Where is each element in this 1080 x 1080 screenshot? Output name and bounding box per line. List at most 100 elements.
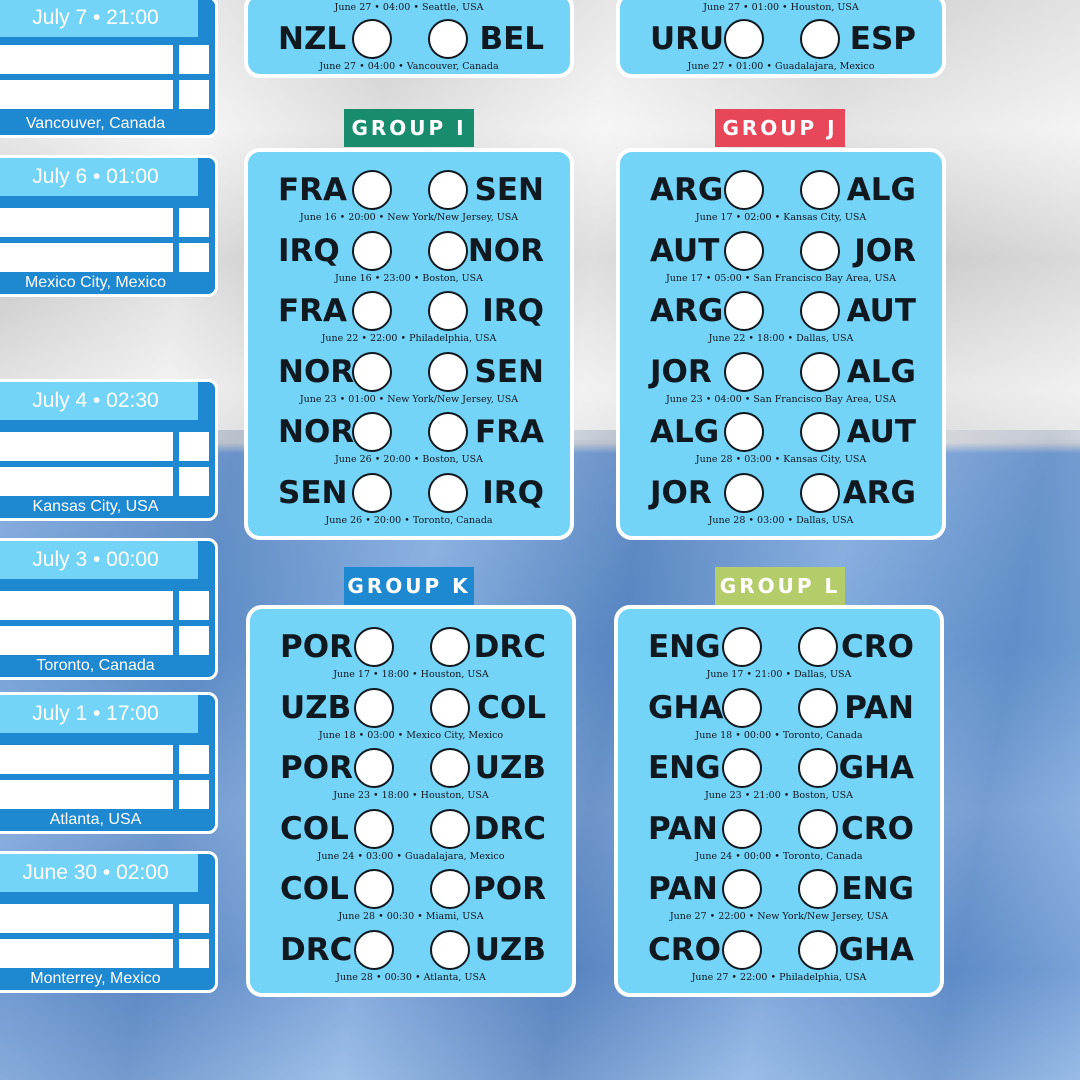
knockout-time: July 1 • 17:00 xyxy=(0,695,198,733)
score-slot[interactable] xyxy=(179,626,209,655)
away-score-circle[interactable] xyxy=(798,748,838,788)
home-score-circle[interactable] xyxy=(724,472,764,513)
team-name-slot[interactable] xyxy=(0,591,173,620)
knockout-venue: Monterrey, Mexico xyxy=(30,970,161,987)
away-team: UZB xyxy=(474,750,546,786)
away-score-circle[interactable] xyxy=(430,929,470,970)
team-name-slot[interactable] xyxy=(0,432,173,461)
team-name-slot[interactable] xyxy=(0,243,173,272)
away-score-circle[interactable] xyxy=(798,929,838,970)
home-score-circle[interactable] xyxy=(354,808,394,849)
home-score-circle[interactable] xyxy=(352,472,392,513)
home-score-circle[interactable] xyxy=(352,230,392,271)
home-score-circle[interactable] xyxy=(724,170,764,210)
score-slot[interactable] xyxy=(179,780,209,809)
team-name-slot[interactable] xyxy=(0,45,173,74)
group-tag: GROUP I xyxy=(344,109,474,147)
away-score-circle[interactable] xyxy=(800,472,840,513)
away-score-circle[interactable] xyxy=(798,808,838,849)
home-team: NOR xyxy=(278,353,355,390)
home-score-circle[interactable] xyxy=(354,687,394,728)
away-score-circle[interactable] xyxy=(800,170,840,210)
away-team: DRC xyxy=(473,629,546,665)
match-info: June 18 • 03:00 • Mexico City, Mexico xyxy=(318,729,504,741)
home-score-circle[interactable] xyxy=(352,351,392,392)
home-team: JOR xyxy=(650,474,712,511)
score-slot[interactable] xyxy=(179,591,209,620)
away-team: NOR xyxy=(467,232,544,269)
home-score-circle[interactable] xyxy=(722,687,762,728)
team-name-slot[interactable] xyxy=(0,780,173,809)
away-score-circle[interactable] xyxy=(430,748,470,788)
away-score-circle[interactable] xyxy=(800,19,840,59)
away-score-circle[interactable] xyxy=(800,230,840,271)
score-slot[interactable] xyxy=(179,45,209,74)
away-score-circle[interactable] xyxy=(800,351,840,392)
home-score-circle[interactable] xyxy=(722,869,762,909)
knockout-team-row xyxy=(0,243,209,272)
home-team: ENG xyxy=(648,629,721,665)
away-score-circle[interactable] xyxy=(800,291,840,331)
away-score-circle[interactable] xyxy=(798,687,838,728)
match-info: June 28 • 00:30 • Miami, USA xyxy=(338,911,484,922)
team-name-slot[interactable] xyxy=(0,467,173,496)
home-score-circle[interactable] xyxy=(724,230,764,271)
away-score-circle[interactable] xyxy=(428,291,468,331)
away-score-circle[interactable] xyxy=(430,627,470,667)
score-slot[interactable] xyxy=(179,904,209,933)
team-name-slot[interactable] xyxy=(0,904,173,933)
home-score-circle[interactable] xyxy=(354,929,394,970)
team-name-slot[interactable] xyxy=(0,939,173,968)
knockout-team-row xyxy=(0,626,209,655)
team-name-slot[interactable] xyxy=(0,208,173,237)
home-score-circle[interactable] xyxy=(724,291,764,331)
home-score-circle[interactable] xyxy=(352,170,392,210)
away-score-circle[interactable] xyxy=(428,351,468,392)
home-team: IRQ xyxy=(278,232,340,269)
home-score-circle[interactable] xyxy=(722,929,762,970)
home-score-circle[interactable] xyxy=(722,808,762,849)
away-team: COL xyxy=(477,689,546,726)
score-slot[interactable] xyxy=(179,80,209,109)
match-info: June 28 • 00:30 • Atlanta, USA xyxy=(336,971,486,983)
home-score-circle[interactable] xyxy=(352,412,392,452)
group-box-partial-right: June 27 • 01:00 • Houston, USA URU ESP J… xyxy=(616,0,946,78)
away-team: BEL xyxy=(479,21,544,57)
home-score-circle[interactable] xyxy=(724,412,764,452)
home-score-circle[interactable] xyxy=(724,19,764,59)
match-info: June 26 • 20:00 • Toronto, Canada xyxy=(325,514,493,526)
away-score-circle[interactable] xyxy=(428,170,468,210)
score-slot[interactable] xyxy=(179,432,209,461)
score-slot[interactable] xyxy=(179,745,209,774)
away-score-circle[interactable] xyxy=(428,412,468,452)
score-slot[interactable] xyxy=(179,939,209,968)
home-score-circle[interactable] xyxy=(354,869,394,909)
away-score-circle[interactable] xyxy=(428,472,468,513)
group-box-partial-left: June 27 • 04:00 • Seattle, USA NZL BEL J… xyxy=(244,0,574,78)
home-score-circle[interactable] xyxy=(354,627,394,667)
away-score-circle[interactable] xyxy=(430,687,470,728)
home-score-circle[interactable] xyxy=(722,748,762,788)
match-row: URU ESP June 27 • 01:00 • Guadalajara, M… xyxy=(620,19,942,79)
home-score-circle[interactable] xyxy=(352,19,392,59)
away-score-circle[interactable] xyxy=(430,869,470,909)
score-slot[interactable] xyxy=(179,467,209,496)
home-team: PAN xyxy=(648,871,718,907)
home-score-circle[interactable] xyxy=(354,748,394,788)
home-score-circle[interactable] xyxy=(724,351,764,392)
score-slot[interactable] xyxy=(179,208,209,237)
away-score-circle[interactable] xyxy=(430,808,470,849)
away-score-circle[interactable] xyxy=(800,412,840,452)
home-score-circle[interactable] xyxy=(722,627,762,667)
team-name-slot[interactable] xyxy=(0,626,173,655)
away-score-circle[interactable] xyxy=(428,230,468,271)
away-score-circle[interactable] xyxy=(798,869,838,909)
home-score-circle[interactable] xyxy=(352,291,392,331)
team-name-slot[interactable] xyxy=(0,80,173,109)
score-slot[interactable] xyxy=(179,243,209,272)
away-score-circle[interactable] xyxy=(428,19,468,59)
team-name-slot[interactable] xyxy=(0,745,173,774)
away-score-circle[interactable] xyxy=(798,627,838,667)
